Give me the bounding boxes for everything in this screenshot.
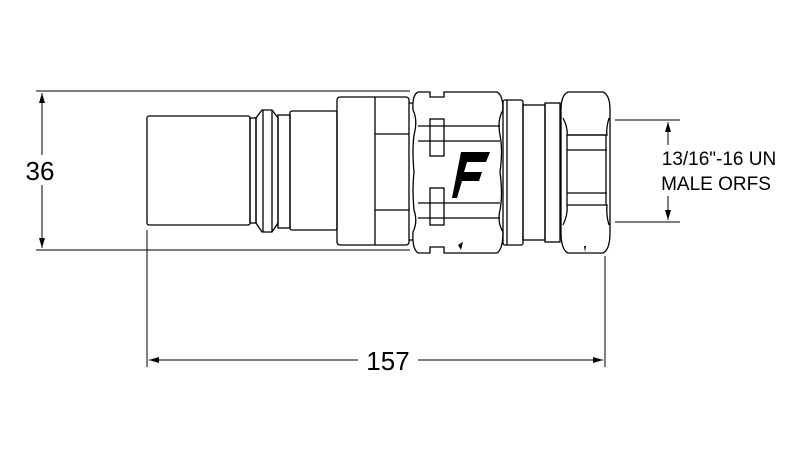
- plug-body: [146, 115, 251, 226]
- plug-shoulder: [289, 110, 338, 231]
- hex-nut-left: [336, 96, 410, 246]
- length-dimension: [146, 230, 606, 367]
- thread-spec-line1: 13/16"-16 UN: [662, 149, 776, 170]
- thread-spec-line2: MALE ORFS: [661, 174, 771, 195]
- height-dimension-label: 36: [26, 156, 55, 186]
- length-dimension-label: 157: [366, 346, 409, 376]
- plug-groove-ring: [255, 109, 279, 233]
- brand-logo-f: [452, 152, 490, 198]
- coupling-part: [146, 91, 611, 254]
- thread-dimension: [615, 119, 680, 223]
- hex-body-center: [412, 91, 504, 254]
- hex-nut-right: [560, 91, 611, 254]
- plug-ring: [249, 117, 257, 224]
- height-dimension: [20, 90, 410, 251]
